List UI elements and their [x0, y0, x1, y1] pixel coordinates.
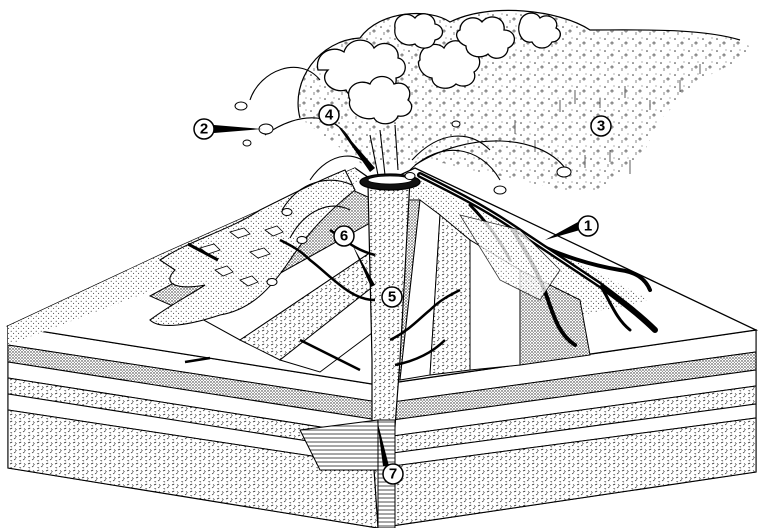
callout-volcanic-bomb: 2: [194, 119, 262, 139]
callout-label: 7: [389, 466, 397, 483]
callout-label: 4: [325, 107, 334, 124]
callout-label: 5: [388, 289, 396, 306]
callout-label: 6: [340, 228, 348, 245]
callout-ash-cloud: 3: [591, 116, 611, 136]
callout-label: 1: [584, 218, 592, 235]
callout-label: 2: [200, 121, 208, 138]
callout-lava-flow: 1: [545, 216, 598, 240]
callout-label: 3: [597, 118, 605, 135]
